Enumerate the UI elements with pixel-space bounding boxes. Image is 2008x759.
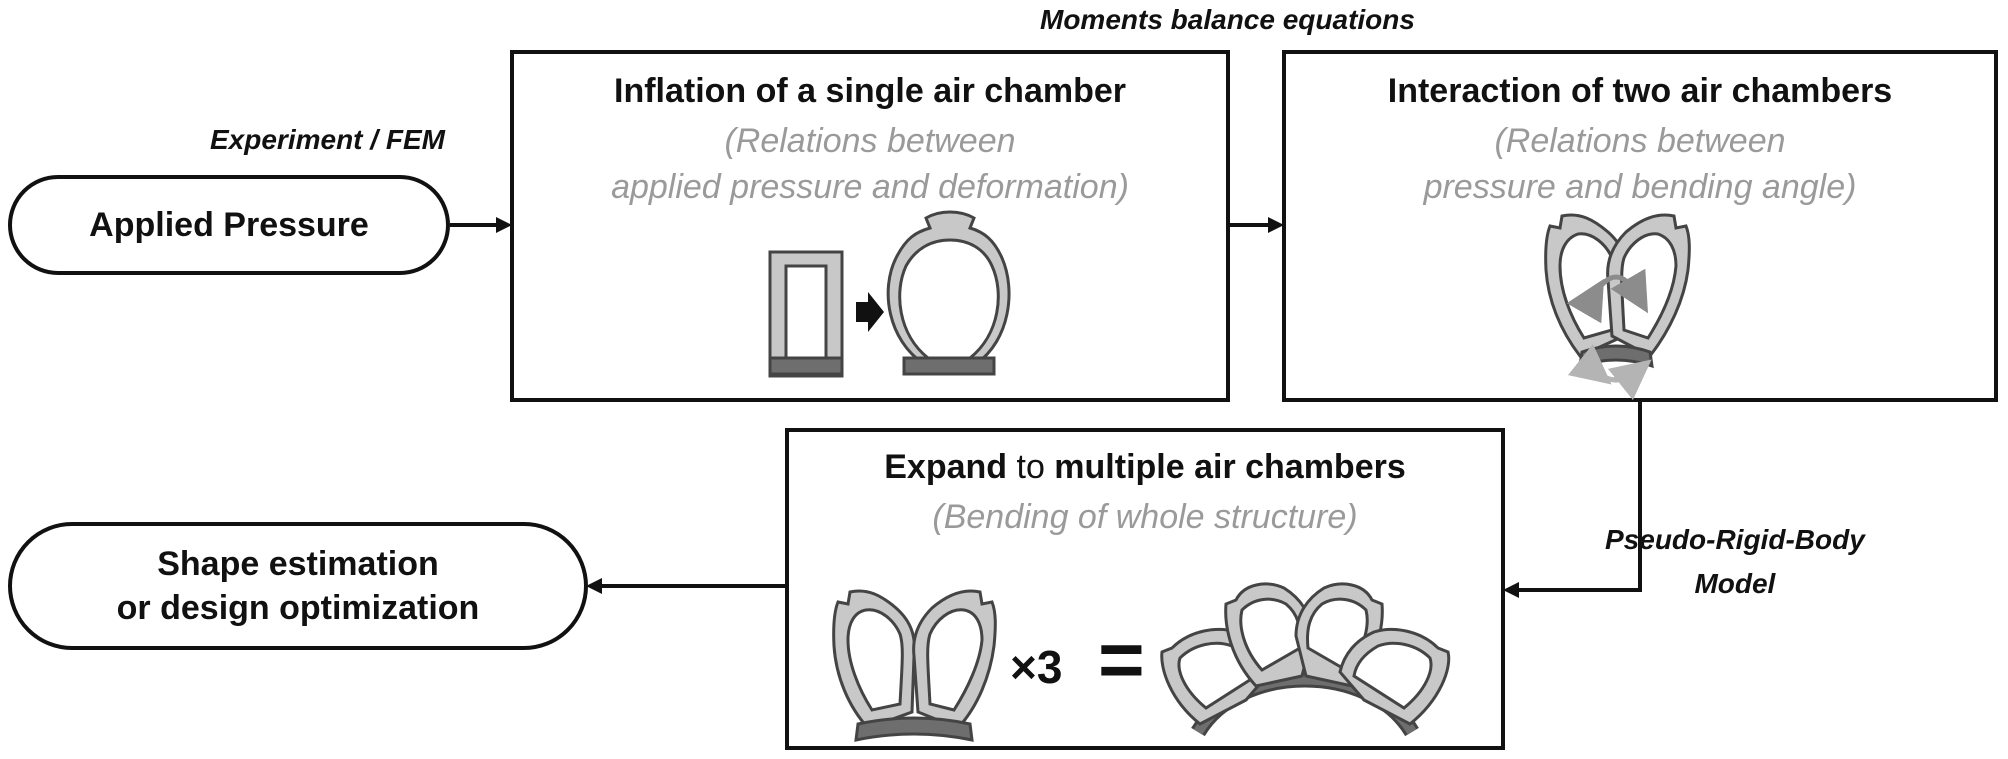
single-chamber-inflated-icon bbox=[886, 210, 1011, 376]
moments-balance-label: Moments balance equations bbox=[1040, 4, 1415, 35]
prbm-label-line1: Pseudo-Rigid-Body bbox=[1605, 524, 1865, 555]
multiple-chambers-subtitle: (Bending of whole structure) bbox=[932, 498, 1358, 536]
multiple-title-to: to bbox=[1007, 448, 1055, 486]
inflation-arrow-icon bbox=[856, 292, 884, 332]
single-chamber-subtitle-1: (Relations between bbox=[724, 122, 1016, 160]
two-chambers-small-icon bbox=[832, 589, 997, 742]
two-chambers-icon bbox=[1544, 213, 1691, 401]
single-chamber-box: Inflation of a single air chamber (Relat… bbox=[510, 50, 1230, 402]
two-chambers-subtitle-2: pressure and bending angle) bbox=[1423, 168, 1857, 206]
multiple-chambers-title: Expand to multiple air chambers bbox=[789, 448, 1501, 487]
prbm-label-line2: Model bbox=[1694, 568, 1776, 599]
shape-estimation-node: Shape estimation or design optimization bbox=[8, 522, 588, 650]
arrow-two-to-multiple bbox=[1503, 402, 1642, 598]
single-chamber-subtitle-2: applied pressure and deformation) bbox=[611, 168, 1129, 206]
multi-chamber-structure-icon bbox=[1160, 582, 1451, 737]
single-chamber-rest-icon bbox=[768, 250, 844, 378]
single-chamber-title: Inflation of a single air chamber bbox=[614, 72, 1126, 110]
times-three: ×3 bbox=[1010, 641, 1063, 693]
multiple-title-expand: Expand bbox=[884, 448, 1008, 486]
two-chambers-subtitle-1: (Relations between bbox=[1494, 122, 1786, 160]
shape-estimation-line2: or design optimization bbox=[116, 589, 480, 627]
shape-estimation-line1: Shape estimation bbox=[157, 544, 439, 583]
applied-pressure-label: Applied Pressure bbox=[89, 205, 369, 244]
applied-pressure-node: Applied Pressure bbox=[8, 175, 450, 275]
multiple-title-chambers: multiple air chambers bbox=[1054, 448, 1406, 486]
two-chambers-title: Interaction of two air chambers bbox=[1387, 72, 1893, 110]
experiment-fem-label: Experiment / FEM bbox=[210, 124, 445, 155]
prbm-label: Pseudo-Rigid-Body Model bbox=[1605, 518, 1865, 606]
equals-sign: = bbox=[1098, 615, 1145, 704]
